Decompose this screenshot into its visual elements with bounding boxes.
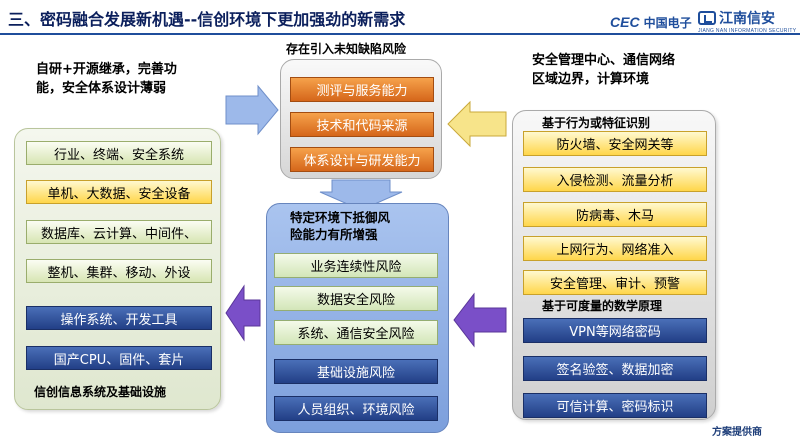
left-item-database: 数据库、云计算、中间件、 [26,220,212,244]
right-item-signature: 签名验签、数据加密 [523,356,707,381]
page-title: 三、密码融合发展新机遇--信创环境下更加强劲的新需求 [8,10,406,29]
right-note-line1: 安全管理中心、通信网络 [532,53,676,68]
arrow-left-to-top [225,84,279,136]
right-note: 安全管理中心、通信网络 区域边界，计算环境 [532,51,675,89]
middle-caption-line1: 特定环境下抵御风 [290,210,391,225]
right-caption-bottom: 基于可度量的数学原理 [542,299,663,313]
left-note: 自研+开源继承，完善功 能，安全体系设计薄弱 [36,60,177,98]
top-item-source: 技术和代码来源 [290,112,434,137]
arrow-right-to-middle [453,292,507,348]
top-caption: 存在引入未知缺陷风险 [286,42,407,56]
cec-logo-mark: CEC [610,14,640,30]
right-item-vpn: VPN等网络密码 [523,318,707,343]
middle-item-continuity: 业务连续性风险 [274,253,438,278]
middle-item-personnel: 人员组织、环境风险 [274,396,438,421]
left-item-os: 操作系统、开发工具 [26,306,212,330]
top-item-evaluation: 测评与服务能力 [290,77,434,102]
middle-item-infrastructure: 基础设施风险 [274,359,438,384]
left-item-industry: 行业、终端、安全系统 [26,141,212,165]
left-caption: 信创信息系统及基础设施 [34,385,167,399]
left-note-line2: 能，安全体系设计薄弱 [36,81,167,96]
left-item-hardware: 整机、集群、移动、外设 [26,259,212,283]
cec-logo-name: 中国电子 [643,15,692,30]
jiangnan-logo-name: 江南信安 [719,11,775,27]
middle-caption-line2: 险能力有所增强 [290,227,378,242]
arrow-middle-to-left [225,284,261,342]
jiangnan-emblem-icon [698,11,716,25]
right-note-line2: 区域边界，计算环境 [532,72,650,87]
right-item-antivirus: 防病毒、木马 [523,202,707,227]
right-caption-top: 基于行为或特征识别 [542,116,651,130]
left-note-line1: 自研+开源继承，完善功 [36,62,177,77]
right-item-ids: 入侵检测、流量分析 [523,167,707,192]
middle-item-system: 系统、通信安全风险 [274,320,438,345]
cec-logo: CEC 中国电子 [610,8,692,36]
jiangnan-logo: 江南信安 JIANG NAN INFORMATION SECURITY [698,8,796,36]
middle-caption: 特定环境下抵御风 险能力有所增强 [290,209,390,243]
arrow-right-to-top [447,100,507,148]
jiangnan-logo-subtitle: JIANG NAN INFORMATION SECURITY [698,28,797,34]
right-item-audit: 安全管理、审计、预警 [523,270,707,295]
right-item-trusted: 可信计算、密码标识 [523,393,707,418]
left-item-cpu: 国产CPU、固件、套片 [26,346,212,370]
left-item-standalone: 单机、大数据、安全设备 [26,180,212,204]
middle-panel [266,203,449,433]
arrow-top-to-middle [319,179,403,211]
header-divider [0,33,800,35]
top-item-design: 体系设计与研发能力 [290,147,434,172]
footer-text: 方案提供商 [712,427,762,438]
right-item-access: 上网行为、网络准入 [523,236,707,261]
middle-item-data-security: 数据安全风险 [274,286,438,311]
right-item-firewall: 防火墙、安全网关等 [523,131,707,156]
